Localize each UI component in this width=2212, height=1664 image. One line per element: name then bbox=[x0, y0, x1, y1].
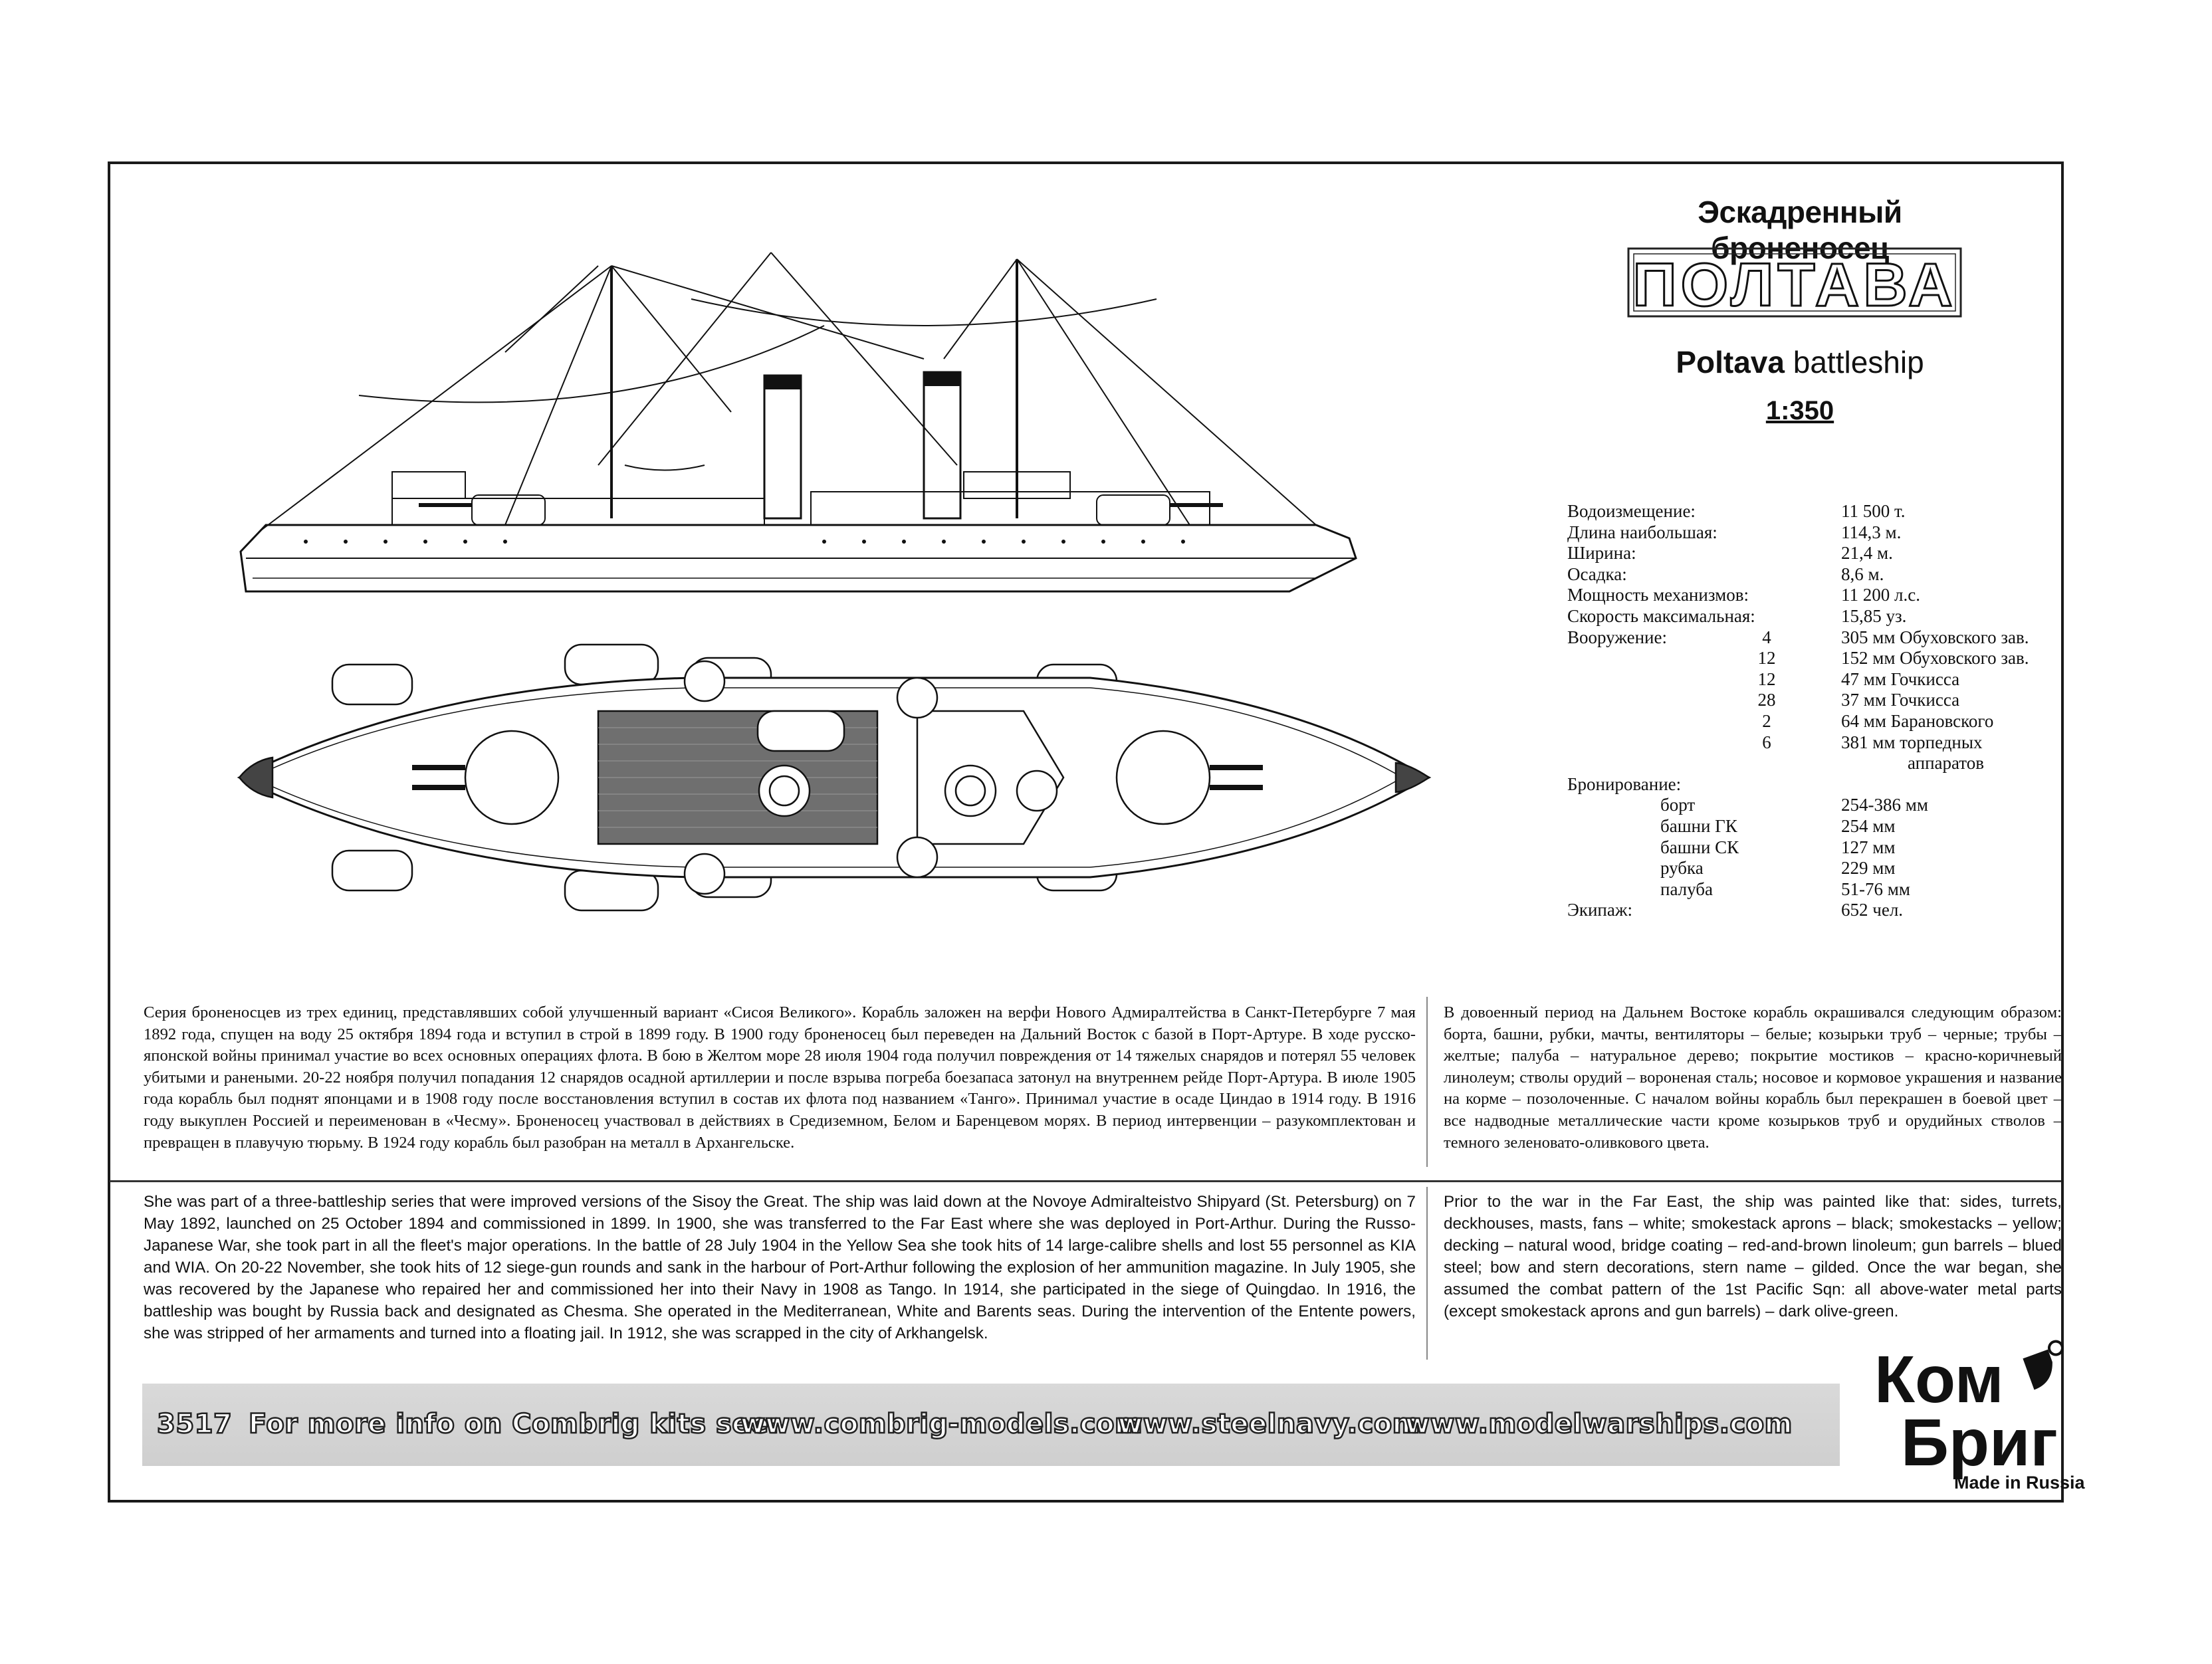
column-divider-ru bbox=[1426, 997, 1428, 1167]
spec-row: Ширина:21,4 м. bbox=[1567, 543, 1893, 564]
spec-row: Скорость максимальная:15,85 уз. bbox=[1567, 605, 1907, 626]
ship-name-logotype: ПОЛТАВА bbox=[1627, 247, 1962, 320]
spec-row: Водоизмещение:11 500 т. bbox=[1567, 501, 1906, 521]
ship-top-plan bbox=[237, 643, 1432, 912]
page-frame bbox=[108, 161, 2064, 1503]
crew-row: Экипаж:652 чел. bbox=[1567, 900, 1904, 920]
specifications-table: Водоизмещение:11 500 т. Длина наибольшая… bbox=[1567, 501, 2072, 921]
combrig-logo: Ком Бриг bbox=[1874, 1340, 2064, 1480]
armament-row: аппаратов bbox=[1908, 753, 1984, 774]
link-modelwarships[interactable]: www.modelwarships.com bbox=[1404, 1408, 1793, 1441]
language-divider bbox=[110, 1180, 2061, 1182]
column-divider-en bbox=[1426, 1187, 1428, 1360]
ship-name-en-bold: Poltava bbox=[1676, 345, 1785, 379]
spec-row: Осадка:8,6 м. bbox=[1567, 564, 1884, 584]
anchor-icon bbox=[2023, 1340, 2064, 1390]
spec-row: Длина наибольшая:114,3 м. bbox=[1567, 522, 1902, 542]
paint-text-en: Prior to the war in the Far East, the sh… bbox=[1444, 1193, 2062, 1320]
spec-row: Мощность механизмов:11 200 л.с. bbox=[1567, 585, 1920, 605]
made-in-label: Made in Russia bbox=[1954, 1473, 2085, 1493]
ship-side-profile bbox=[239, 252, 1357, 593]
paint-text-ru: В довоенный период на Дальнем Востоке ко… bbox=[1444, 1003, 2062, 1152]
ship-type-en: battleship bbox=[1793, 345, 1924, 379]
ship-name-ru: ПОЛТАВА bbox=[1632, 251, 1956, 319]
history-text-ru: Серия броненосцев из трех единиц, предст… bbox=[144, 1003, 1416, 1152]
history-text-en: She was part of a three-battleship serie… bbox=[144, 1193, 1416, 1342]
link-combrig[interactable]: www.combrig-models.com bbox=[740, 1408, 1143, 1441]
footer-banner: 3517 For more info on Combrig kits see: … bbox=[142, 1384, 1840, 1466]
ship-class-title: Эскадренный броненосец bbox=[1698, 195, 1902, 265]
link-steelnavy[interactable]: www.steelnavy.com bbox=[1117, 1408, 1421, 1441]
kit-number: 3517 bbox=[156, 1408, 233, 1441]
armor-header: Бронирование: bbox=[1567, 774, 1682, 794]
logo-line2: Бриг bbox=[1901, 1405, 2058, 1480]
info-text: For more info on Combrig kits see: bbox=[248, 1408, 780, 1441]
ship-name-en: Poltava battleship bbox=[1640, 344, 1959, 380]
logo-line1: Ком bbox=[1874, 1342, 2004, 1417]
model-scale: 1:350 bbox=[1765, 396, 1834, 425]
